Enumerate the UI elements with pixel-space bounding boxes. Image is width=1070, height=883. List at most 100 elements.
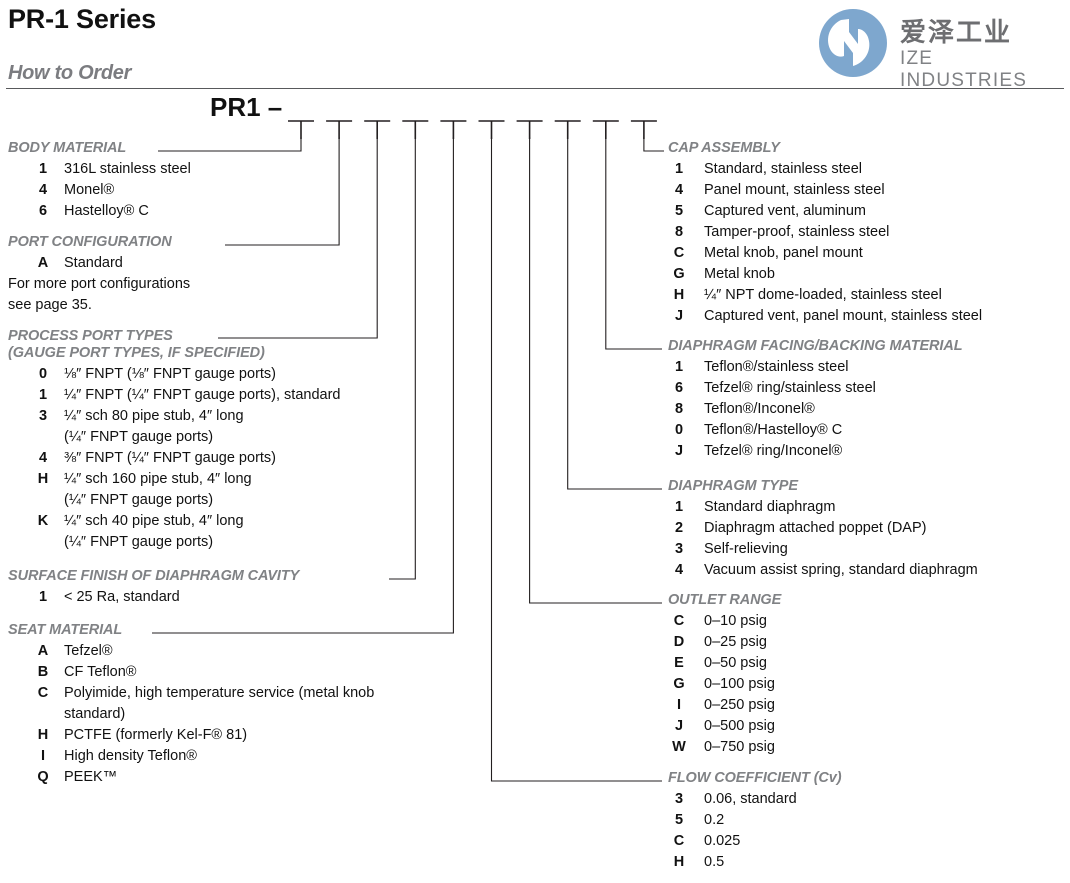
option-desc: Hastelloy® C <box>64 203 149 219</box>
section-heading-line2: (GAUGE PORT TYPES, IF SPECIFIED) <box>8 345 265 361</box>
option-row: 1 ¼″ FNPT (¼″ FNPT gauge ports), standard <box>8 385 341 406</box>
option-desc: ¼″ sch 40 pipe stub, 4″ long <box>64 513 244 529</box>
option-desc: < 25 Ra, standard <box>64 589 180 605</box>
option-desc: Tefzel® <box>64 643 113 659</box>
option-code: H <box>673 854 685 870</box>
option-code: J <box>674 718 684 734</box>
option-code: 1 <box>38 589 48 605</box>
option-row: G 0–100 psig <box>608 674 781 695</box>
option-code: G <box>673 266 685 282</box>
option-desc: Diaphragm attached poppet (DAP) <box>704 520 927 536</box>
page-title: PR-1 Series <box>8 4 156 34</box>
option-code: W <box>672 739 686 755</box>
section-heading: OUTLET RANGE <box>668 592 782 608</box>
section-note: For more port configurations <box>8 276 191 292</box>
option-desc-cont: standard) <box>64 706 126 722</box>
option-row: J 0–500 psig <box>608 716 781 737</box>
option-desc: 0–500 psig <box>704 718 775 734</box>
option-desc: 0–100 psig <box>704 676 775 692</box>
logo-text-cn: 爱泽工业 <box>900 18 1013 48</box>
option-desc: Metal knob, panel mount <box>704 245 863 261</box>
option-desc: 316L stainless steel <box>64 161 191 177</box>
option-desc: Tamper-proof, stainless steel <box>704 224 890 240</box>
option-desc: ¼″ FNPT (¼″ FNPT gauge ports), standard <box>64 387 341 403</box>
option-code: C <box>673 613 685 629</box>
part-number-prefix: PR1 – <box>210 92 283 122</box>
option-row-cont: (¼″ FNPT gauge ports) <box>8 532 340 553</box>
option-code: 1 <box>674 499 684 515</box>
option-code: H <box>37 471 49 487</box>
option-desc: Tefzel® ring/stainless steel <box>704 380 876 396</box>
option-code: H <box>37 727 49 743</box>
option-code: 4 <box>674 562 684 578</box>
option-code: 2 <box>674 520 684 536</box>
option-desc: 0–50 psig <box>704 655 767 671</box>
option-row-cont: standard) <box>8 704 374 725</box>
option-code: G <box>673 676 685 692</box>
option-desc: Teflon®/Inconel® <box>704 401 815 417</box>
option-desc: High density Teflon® <box>64 748 197 764</box>
option-desc: ¼″ sch 160 pipe stub, 4″ long <box>64 471 252 487</box>
ize-logo-icon <box>819 9 887 77</box>
option-desc-cont: (¼″ FNPT gauge ports) <box>64 534 214 550</box>
option-code: 4 <box>674 182 684 198</box>
option-code: 3 <box>674 541 684 557</box>
option-desc: PEEK™ <box>64 769 118 785</box>
option-code: C <box>673 833 685 849</box>
company-logo: 爱泽工业 IZE INDUSTRIES <box>816 6 1066 91</box>
section-process-port-types: PROCESS PORT TYPES (GAUGE PORT TYPES, IF… <box>8 328 340 553</box>
section-rows: 1 < 25 Ra, standard <box>8 587 299 608</box>
option-code: C <box>37 685 49 701</box>
section-note: see page 35. <box>8 297 92 313</box>
section-heading: PROCESS PORT TYPES (GAUGE PORT TYPES, IF… <box>8 328 340 362</box>
option-desc: 0–25 psig <box>704 634 767 650</box>
option-code: E <box>674 655 684 671</box>
option-row: 2 Diaphragm attached poppet (DAP) <box>608 518 978 539</box>
option-code: 3 <box>38 408 48 424</box>
option-desc: Captured vent, aluminum <box>704 203 866 219</box>
option-desc-cont: (¼″ FNPT gauge ports) <box>64 492 214 508</box>
option-code: 1 <box>38 387 48 403</box>
option-desc: ¼″ sch 80 pipe stub, 4″ long <box>64 408 244 424</box>
option-row: 3 ¼″ sch 80 pipe stub, 4″ long <box>8 406 340 427</box>
section-heading: CAP ASSEMBLY <box>668 140 780 156</box>
option-row: 6 Hastelloy® C <box>8 201 191 222</box>
option-row: H ¼″ sch 160 pipe stub, 4″ long <box>8 469 340 490</box>
option-code: 5 <box>674 812 684 828</box>
option-desc: Teflon®/stainless steel <box>704 359 849 375</box>
option-code: 6 <box>38 203 48 219</box>
option-code: 8 <box>674 401 684 417</box>
section-heading-line1: PROCESS PORT TYPES <box>8 328 173 344</box>
